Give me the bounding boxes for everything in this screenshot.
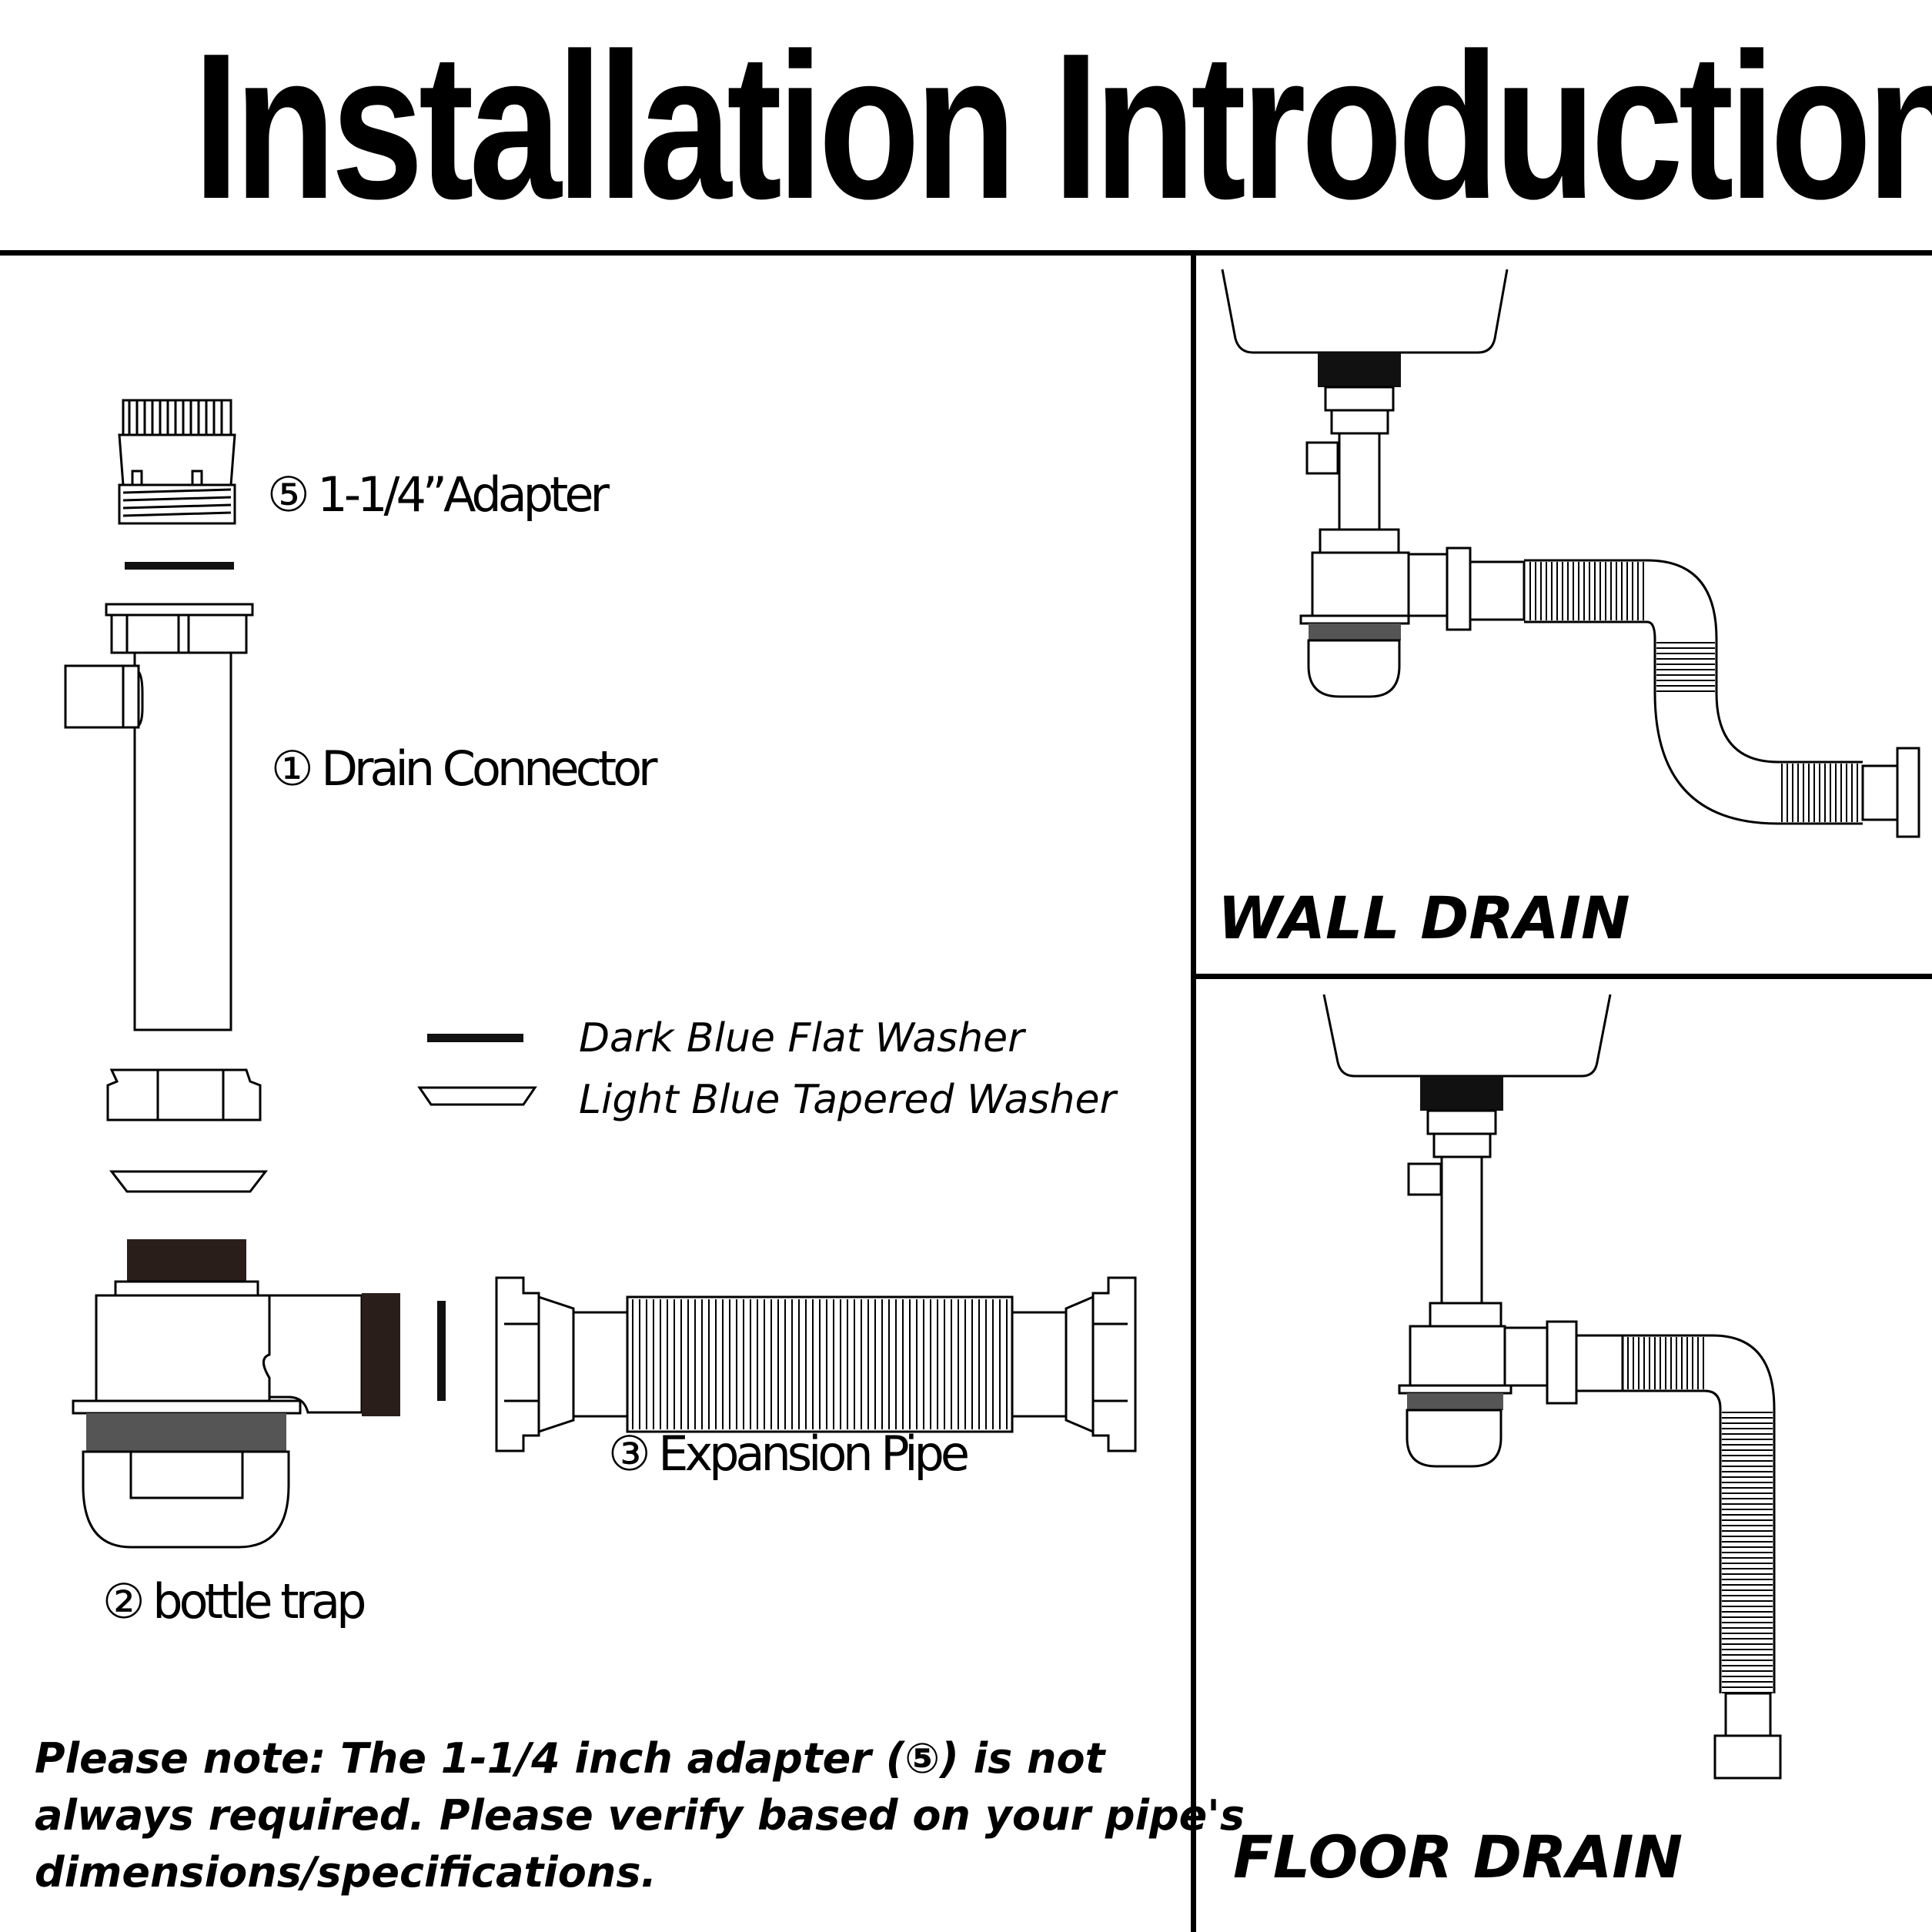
legend-dark-washer-swatch bbox=[427, 1034, 523, 1042]
page-title: Installation Introduction bbox=[193, 11, 1932, 242]
bottle-trap-label: ② bottle trap bbox=[102, 1573, 366, 1629]
expansion-pipe-part bbox=[495, 1276, 1137, 1452]
light-washer-legend: Light Blue Tapered Washer bbox=[579, 1077, 1116, 1123]
wall-drain-illustration bbox=[1221, 269, 1920, 838]
note-line-3: dimensions/specifications. bbox=[35, 1848, 657, 1897]
floor-drain-illustration bbox=[1322, 994, 1782, 1780]
legend-tapered-washer-swatch bbox=[417, 1086, 537, 1106]
vertical-divider bbox=[1191, 256, 1196, 1932]
tapered-washer-part bbox=[109, 1170, 269, 1193]
nut-part bbox=[106, 1068, 262, 1121]
expansion-pipe-label: ③ Expansion Pipe bbox=[608, 1426, 970, 1482]
note-text: Please note: The 1-1/4 inch adapter (⑤) … bbox=[35, 1730, 1245, 1901]
floor-drain-label: FLOOR DRAIN bbox=[1233, 1823, 1683, 1891]
adapter-part bbox=[118, 399, 236, 525]
drain-connector-label: ① Drain Connector bbox=[271, 740, 658, 797]
wall-drain-label: WALL DRAIN bbox=[1218, 884, 1630, 952]
dark-washer-legend: Dark Blue Flat Washer bbox=[579, 1015, 1024, 1061]
note-line-2: always required. Please verify based on … bbox=[35, 1791, 1245, 1840]
dark-washer-top bbox=[125, 562, 234, 570]
right-panel-divider bbox=[1196, 974, 1932, 979]
adapter-label: ⑤ 1-1/4”Adapter bbox=[267, 466, 610, 523]
bottle-trap-part bbox=[72, 1239, 400, 1549]
title-divider bbox=[0, 250, 1932, 256]
note-line-1: Please note: The 1-1/4 inch adapter (⑤) … bbox=[35, 1734, 1105, 1783]
dark-washer-side bbox=[437, 1301, 446, 1401]
drain-connector-part bbox=[64, 603, 254, 1031]
